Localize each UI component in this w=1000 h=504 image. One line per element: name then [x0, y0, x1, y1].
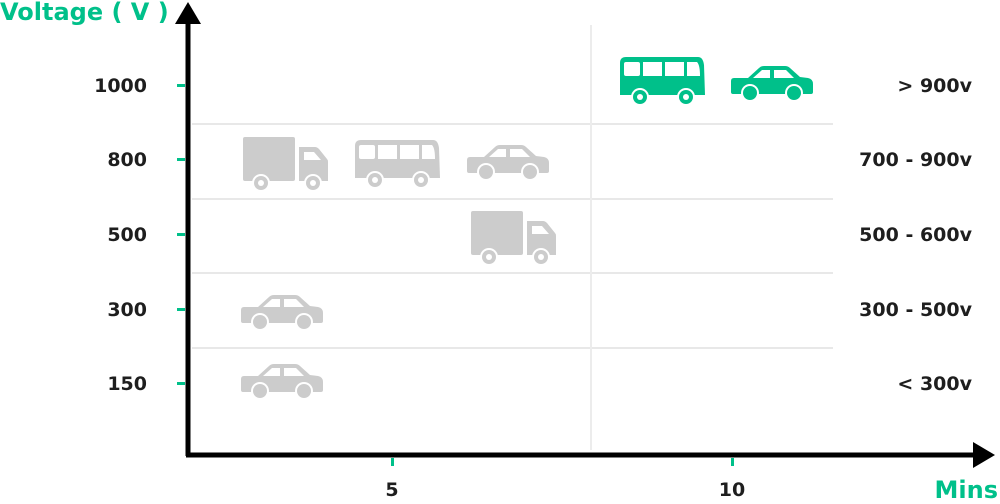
x-axis-title: Mins: [934, 476, 998, 504]
truck-icon: [471, 211, 556, 264]
row-divider: [192, 198, 833, 200]
y-tick: [177, 382, 185, 385]
y-tick: [177, 158, 185, 161]
bus-icon: [355, 140, 440, 188]
x-tick-label: 10: [718, 479, 746, 501]
y-tick-label: 500: [107, 224, 147, 246]
row-divider: [192, 347, 833, 349]
y-tick-label: 300: [107, 299, 147, 321]
column-divider: [590, 25, 592, 450]
truck-icon: [243, 137, 328, 190]
y-tick: [177, 84, 185, 87]
y-tick: [177, 308, 185, 311]
y-axis-title: Voltage ( V ): [0, 0, 169, 26]
y-tick: [177, 233, 185, 236]
car-icon: [731, 65, 813, 102]
x-tick-label: 5: [385, 479, 399, 501]
x-tick: [731, 458, 734, 466]
range-label: > 900v: [897, 75, 972, 97]
y-tick-label: 1000: [94, 75, 147, 97]
range-label: 300 - 500v: [859, 299, 972, 321]
car-icon: [467, 144, 549, 181]
row-divider: [192, 272, 833, 274]
car-icon: [241, 294, 323, 331]
car-icon: [241, 363, 323, 400]
bus-icon: [620, 57, 705, 105]
x-axis-arrow: [973, 442, 995, 468]
y-tick-label: 800: [107, 149, 147, 171]
range-label: < 300v: [897, 373, 972, 395]
y-tick-label: 150: [107, 373, 147, 395]
range-label: 700 - 900v: [859, 149, 972, 171]
x-tick: [391, 458, 394, 466]
range-label: 500 - 600v: [859, 224, 972, 246]
row-divider: [192, 123, 833, 125]
y-axis-arrow: [175, 2, 201, 24]
